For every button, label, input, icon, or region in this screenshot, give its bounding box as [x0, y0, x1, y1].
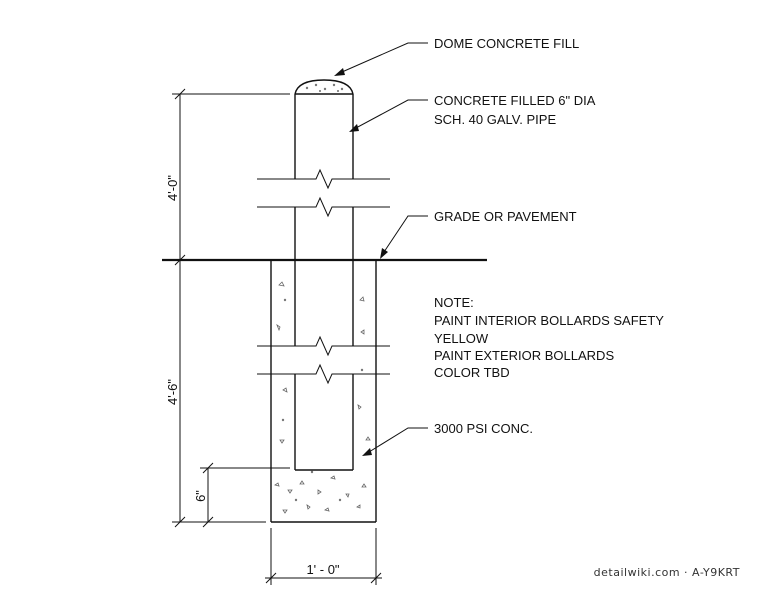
note-block: NOTE: PAINT INTERIOR BOLLARDS SAFETY YEL…: [434, 295, 664, 380]
leader-grade: [380, 215, 428, 259]
break-lines-upper: [257, 168, 390, 218]
note-heading: NOTE:: [434, 295, 474, 310]
leader-dome: [334, 42, 428, 76]
dim-footing-width-text: 1' - 0": [306, 562, 339, 577]
concrete-footing: [270, 260, 377, 523]
dimension-below-grade: [172, 260, 266, 528]
callout-dome-concrete-fill: DOME CONCRETE FILL: [434, 36, 579, 51]
callout-pipe-line1: CONCRETE FILLED 6" DIA: [434, 93, 596, 108]
dimension-bottom-fill: [200, 462, 290, 528]
dimension-above-grade: [172, 88, 290, 266]
note-line-1: PAINT INTERIOR BOLLARDS SAFETY: [434, 313, 664, 328]
callout-concrete: 3000 PSI CONC.: [434, 421, 533, 436]
dim-below-grade-text: 4'-6": [165, 379, 180, 405]
callout-pipe-line2: SCH. 40 GALV. PIPE: [434, 112, 556, 127]
steel-pipe: [294, 94, 354, 471]
dim-above-grade-text: 4'-0": [165, 175, 180, 201]
note-line-4: COLOR TBD: [434, 365, 510, 380]
leader-concrete: [362, 427, 428, 456]
concrete-hatch: [274, 281, 371, 514]
dimension-footing-width: [265, 528, 382, 585]
dome-concrete-fill: [294, 79, 354, 95]
note-line-2: YELLOW: [434, 331, 489, 346]
break-lines-lower: [257, 335, 390, 385]
note-line-3: PAINT EXTERIOR BOLLARDS: [434, 348, 614, 363]
callout-grade: GRADE OR PAVEMENT: [434, 209, 577, 224]
leader-pipe: [349, 99, 428, 132]
watermark: detailwiki.com · A-Y9KRT: [594, 566, 740, 579]
dim-bottom-fill-text: 6": [193, 490, 208, 502]
